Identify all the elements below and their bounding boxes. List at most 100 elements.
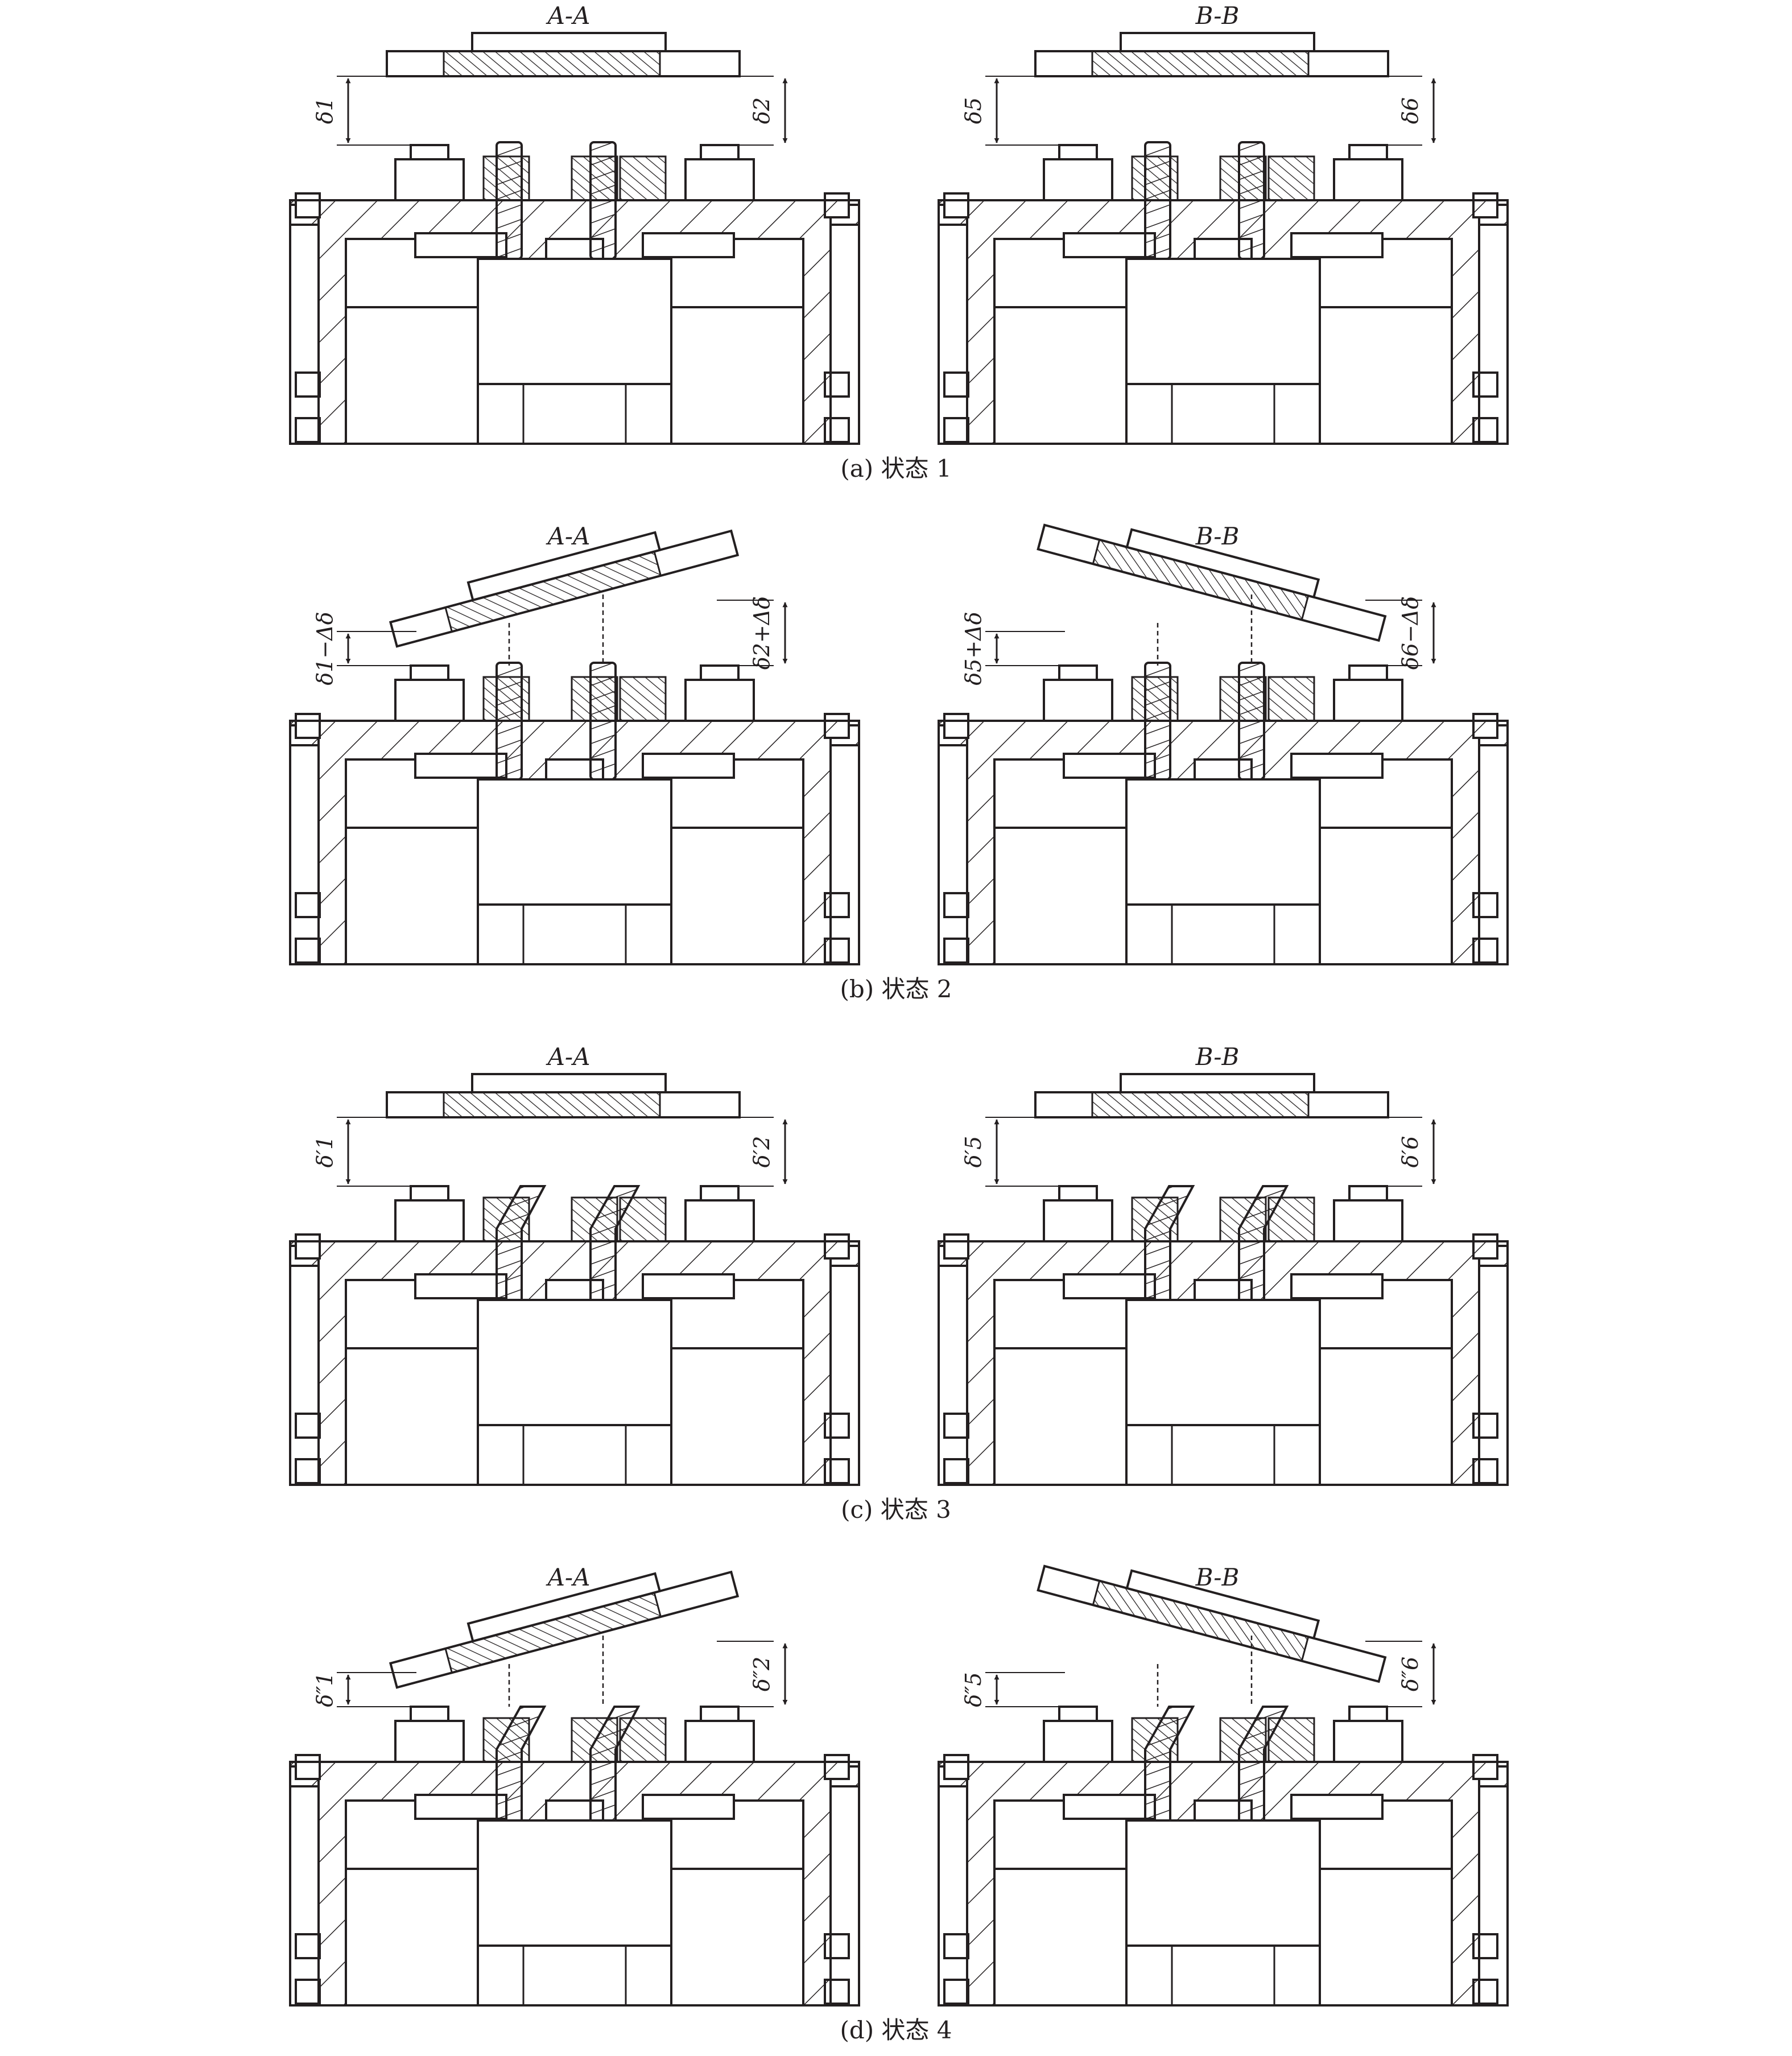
- bolt: [1144, 141, 1171, 260]
- column-block: [943, 892, 969, 918]
- housing: [289, 1706, 860, 2007]
- collar-right: [619, 155, 667, 201]
- base-left: [345, 1868, 479, 2007]
- terminal-block-right: [684, 1720, 755, 1763]
- section-title: B-B: [1195, 2, 1240, 30]
- caption-panel-4: (d) 状态 4: [840, 2016, 952, 2044]
- dimension-right: δ′6: [1365, 1117, 1436, 1187]
- base-left: [345, 1347, 479, 1486]
- terminal-cap-right: [1348, 664, 1388, 681]
- column-block: [943, 371, 969, 398]
- base-left: [993, 1868, 1128, 2007]
- cover-top: [466, 531, 662, 602]
- central-boss: [477, 1299, 672, 1426]
- base-left: [993, 1347, 1128, 1486]
- terminal-block-left: [394, 158, 465, 201]
- bolt-bent: [1144, 1185, 1195, 1301]
- plate-step-left: [414, 1273, 507, 1299]
- terminal-cap-left: [410, 144, 449, 160]
- cover-plate: [386, 1073, 741, 1118]
- plate-step-left: [1063, 1273, 1156, 1299]
- dimension-left: δ1−Δδ: [312, 612, 416, 686]
- bolts: [1144, 662, 1265, 781]
- terminal-cap-right: [1348, 144, 1388, 160]
- terminal-block-left: [394, 1720, 465, 1763]
- dim-label: δ6: [1398, 97, 1423, 124]
- terminal-cap-right: [1348, 1185, 1388, 1202]
- housing: [938, 1185, 1509, 1486]
- column-block: [295, 1458, 321, 1484]
- dim-label: δ1: [312, 97, 337, 124]
- base-right: [670, 1868, 804, 2007]
- central-boss: [477, 778, 672, 906]
- dim-label: δ′1: [312, 1136, 337, 1168]
- terminal-cap-left: [410, 664, 449, 681]
- base-center: [477, 1424, 672, 1486]
- base-center: [1125, 1424, 1321, 1486]
- housing-right-column: [1478, 204, 1509, 445]
- bolt: [1238, 141, 1265, 260]
- plate-step-right: [642, 753, 735, 779]
- housing-right-column: [829, 1765, 860, 2007]
- housing-right-column: [1478, 1765, 1509, 2007]
- cover-hatch: [1091, 50, 1310, 77]
- dimension-right: δ6−Δδ: [1365, 596, 1436, 670]
- terminal-block-left: [1043, 1199, 1113, 1242]
- housing: [289, 664, 860, 965]
- column-block: [295, 1413, 321, 1439]
- dim-label: δ5+Δδ: [961, 612, 986, 685]
- plate-step-left: [1063, 1794, 1156, 1820]
- cover-plate: [389, 1570, 740, 1707]
- unit-panel-1-right: B-B δ5 δ6: [938, 2, 1509, 445]
- plate-step-left: [414, 232, 507, 258]
- dim-label: δ″5: [961, 1672, 986, 1707]
- terminal-block-right: [1333, 679, 1403, 722]
- central-boss: [1125, 1299, 1321, 1426]
- central-boss: [1125, 258, 1321, 385]
- dim-label: δ2+Δδ: [749, 596, 774, 670]
- dimension-right: δ″6: [1365, 1641, 1436, 1707]
- terminal-block-right: [684, 1199, 755, 1242]
- column-block: [295, 892, 321, 918]
- base-right: [670, 306, 804, 445]
- column-block: [943, 1933, 969, 1959]
- cover-plate: [1037, 523, 1387, 666]
- terminal-cap-right: [700, 1185, 740, 1202]
- section-title: B-B: [1195, 1043, 1240, 1071]
- section-title: A-A: [546, 1043, 591, 1071]
- bolts: [496, 662, 617, 781]
- cover-plate: [1034, 1073, 1389, 1118]
- housing: [938, 664, 1509, 965]
- plate-step-left: [414, 1794, 507, 1820]
- dim-label: δ″2: [749, 1657, 774, 1691]
- dim-label: δ5: [961, 97, 986, 124]
- cover-top: [1125, 1569, 1320, 1640]
- cover-plate: [386, 32, 741, 77]
- bolts: [1144, 1185, 1289, 1301]
- housing-left-column: [938, 204, 968, 445]
- collar-right: [1267, 1717, 1315, 1763]
- terminal-cap-right: [700, 1706, 740, 1722]
- housing-left-column: [289, 1765, 320, 2007]
- dimension-right: δ2: [717, 76, 788, 146]
- central-boss: [1125, 1819, 1321, 1947]
- bolts: [496, 1706, 641, 1822]
- bolt-bent: [496, 1185, 547, 1301]
- cover-plate: [389, 529, 740, 666]
- housing-right-column: [829, 204, 860, 445]
- column-block: [295, 938, 321, 964]
- central-boss: [477, 1819, 672, 1947]
- housing: [289, 144, 860, 445]
- plate-step-left: [1063, 232, 1156, 258]
- dimension-left: δ″5: [961, 1672, 1065, 1707]
- housing-right-column: [829, 724, 860, 965]
- bolts: [1144, 1706, 1289, 1822]
- terminal-cap-left: [410, 1185, 449, 1202]
- terminal-cap-left: [1058, 1706, 1098, 1722]
- cover-top: [1120, 32, 1315, 52]
- cover-top: [471, 1073, 667, 1093]
